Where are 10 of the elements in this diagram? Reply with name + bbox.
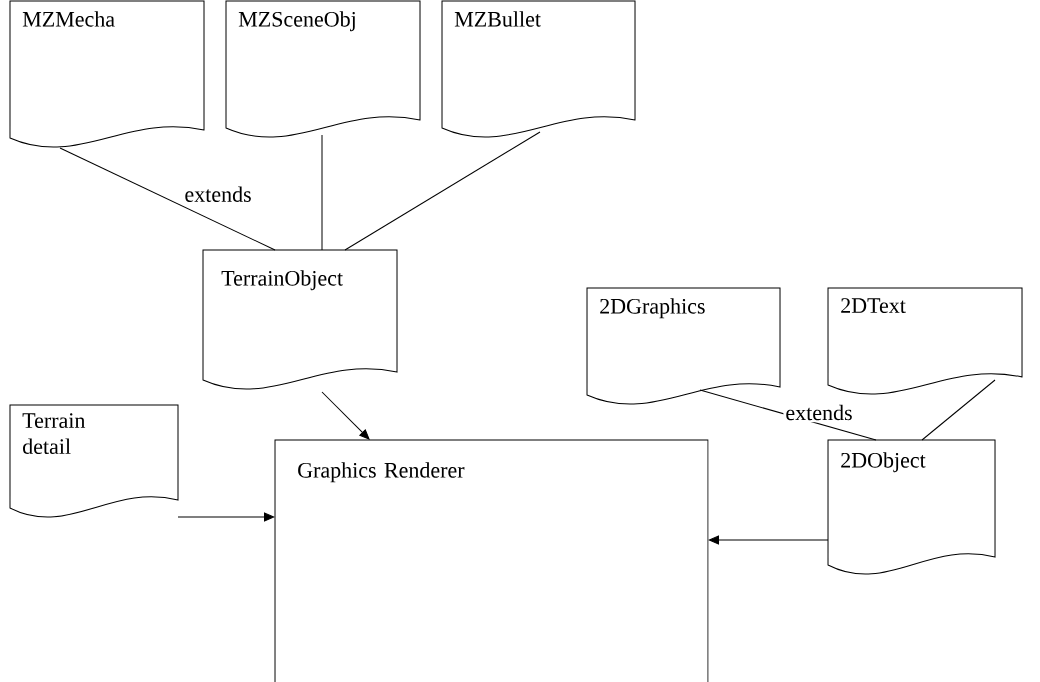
edge-label: extends xyxy=(783,402,855,423)
arrow xyxy=(321,391,370,440)
arrow xyxy=(708,535,829,545)
connector-line xyxy=(921,379,996,441)
renderer-box: Graphics Renderer xyxy=(274,439,709,682)
connector-line xyxy=(344,131,541,251)
connector-line xyxy=(321,134,323,251)
arrow xyxy=(177,512,275,522)
connector-line xyxy=(59,147,276,251)
edge-label: extends xyxy=(182,184,254,204)
